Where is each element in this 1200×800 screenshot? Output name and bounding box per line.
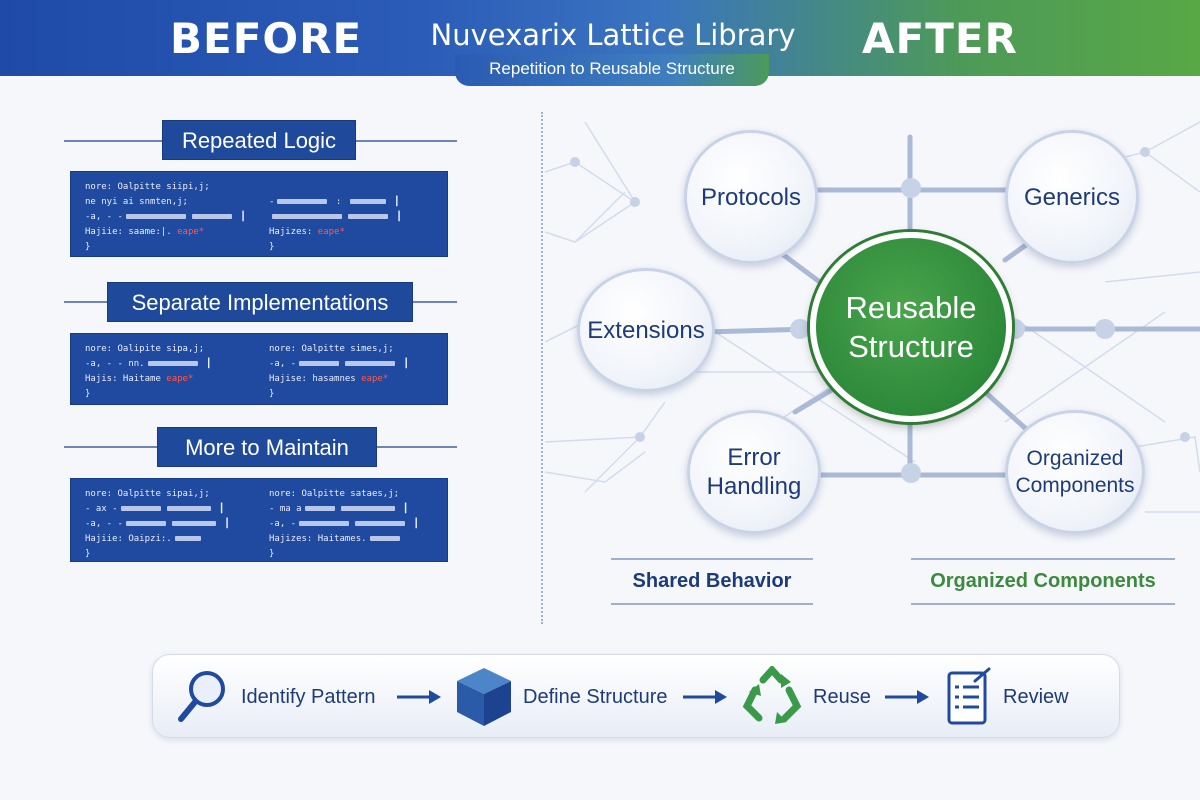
code-line: Hajizes: Haitames. [269,532,419,547]
code-line: ne nyi ai snmten,j; [85,197,188,207]
code-line: - : ┃ [269,197,400,207]
node-extensions: Extensions [577,268,715,392]
code-line: -a, - - nn. ┃ [85,359,212,369]
arrow-icon [683,690,727,704]
tag-organized-components: Organized Components [911,558,1175,605]
arrow-icon [885,690,929,704]
code-line: ┃ [269,210,402,225]
code-panel-more-to-maintain: nore: Oalpitte sipai,j; - ax - ┃ -a, - -… [70,478,448,562]
code-panel-separate-implementations: nore: Oalipite sipa,j; -a, - - nn. ┃ Haj… [70,333,448,405]
code-line: } [269,242,275,252]
code-line: Hajise: hasamnes eape* [269,374,389,384]
code-column-left: nore: Oalipite sipa,j; -a, - - nn. ┃ Haj… [85,342,211,402]
code-panel-repeated-logic: nore: Oalpitte siipi,j; ne nyi ai snmten… [70,171,448,257]
code-line: - ax - ┃ [85,504,225,514]
node-generics: Generics [1005,130,1139,264]
section-label-more-to-maintain: More to Maintain [157,427,377,467]
step-label: Reuse [813,685,871,708]
step-label: Review [1003,685,1069,708]
code-line: } [85,242,91,252]
node-organized-components-label: Organized Components [1015,447,1135,497]
code-line: Hajis: Haitame eape* [85,374,194,384]
code-column-left: nore: Oalpitte siipi,j; ne nyi ai snmten… [85,180,246,255]
checklist-icon [947,667,991,725]
arrow-icon [397,690,441,704]
code-line: } [269,549,275,559]
code-highlight: eape* [317,227,345,237]
step-define-structure: Define Structure [455,655,668,739]
step-identify-pattern: Identify Pattern [175,655,376,739]
code-highlight: eape* [177,227,205,237]
section-label-repeated-logic: Repeated Logic [162,120,356,160]
node-organized-components: Organized Components [1005,410,1145,534]
step-review: Review [945,655,1069,739]
code-line: nore: Oalipite sipa,j; [85,344,205,354]
code-column-right: nore: Oalpitte simes,j; -a, - ┃ Hajise: … [269,342,409,402]
tag-shared-behavior: Shared Behavior [611,558,813,605]
code-line: Hajiie: saame:|. eape* [85,227,205,237]
node-error-handling-label: Error Handling [706,444,802,500]
step-reuse: Reuse [741,655,871,739]
magnifier-icon [178,671,225,722]
step-label: Identify Pattern [241,685,376,708]
connector-dots [570,147,1190,483]
code-line: -a, - ┃ [269,359,409,369]
code-line: nore: Oalpitte sataes,j; [269,489,400,499]
code-line: } [85,389,91,399]
code-column-right: - : ┃ ┃ Hajizes: eape* } [269,195,402,255]
before-after-divider [541,112,543,624]
code-line: } [269,389,275,399]
code-line: Hajiie: Oaipzi:. [85,532,230,547]
section-label-separate-implementations: Separate Implementations [107,282,413,322]
code-line: - ma a ┃ [269,504,409,514]
code-line: -a, - ┃ [269,519,419,529]
code-line: -a, - - ┃ [85,212,246,222]
code-highlight: eape* [166,374,194,384]
code-line: } [85,549,91,559]
code-column-left: nore: Oalpitte sipai,j; - ax - ┃ -a, - -… [85,487,230,562]
after-heading: AFTER [862,14,1018,63]
process-bar: Identify Pattern Define Structure [152,654,1120,738]
code-highlight: eape* [361,374,389,384]
step-label: Define Structure [523,685,668,708]
before-heading: BEFORE [170,14,363,63]
code-line: nore: Oalpitte simes,j; [269,344,394,354]
page-title: Nuvexarix Lattice Library [430,18,796,52]
node-protocols: Protocols [684,130,818,264]
code-line: -a, - - ┃ [85,519,230,529]
node-error-handling: Error Handling [687,410,821,534]
code-line: nore: Oalpitte sipai,j; [85,489,210,499]
subtitle-pill: Repetition to Reusable Structure [455,54,769,86]
center-node-reusable-structure: Reusable Structure [810,232,1012,422]
recycle-icon [742,666,802,724]
after-diagram: Protocols Generics Extensions Error Hand… [545,92,1200,632]
code-column-right: nore: Oalpitte sataes,j; - ma a ┃ -a, - … [269,487,419,562]
code-line: nore: Oalpitte siipi,j; [85,182,210,192]
code-line: Hajizes: eape* [269,227,345,237]
cube-icon [457,668,511,726]
center-node-label: Reusable Structure [845,290,977,364]
